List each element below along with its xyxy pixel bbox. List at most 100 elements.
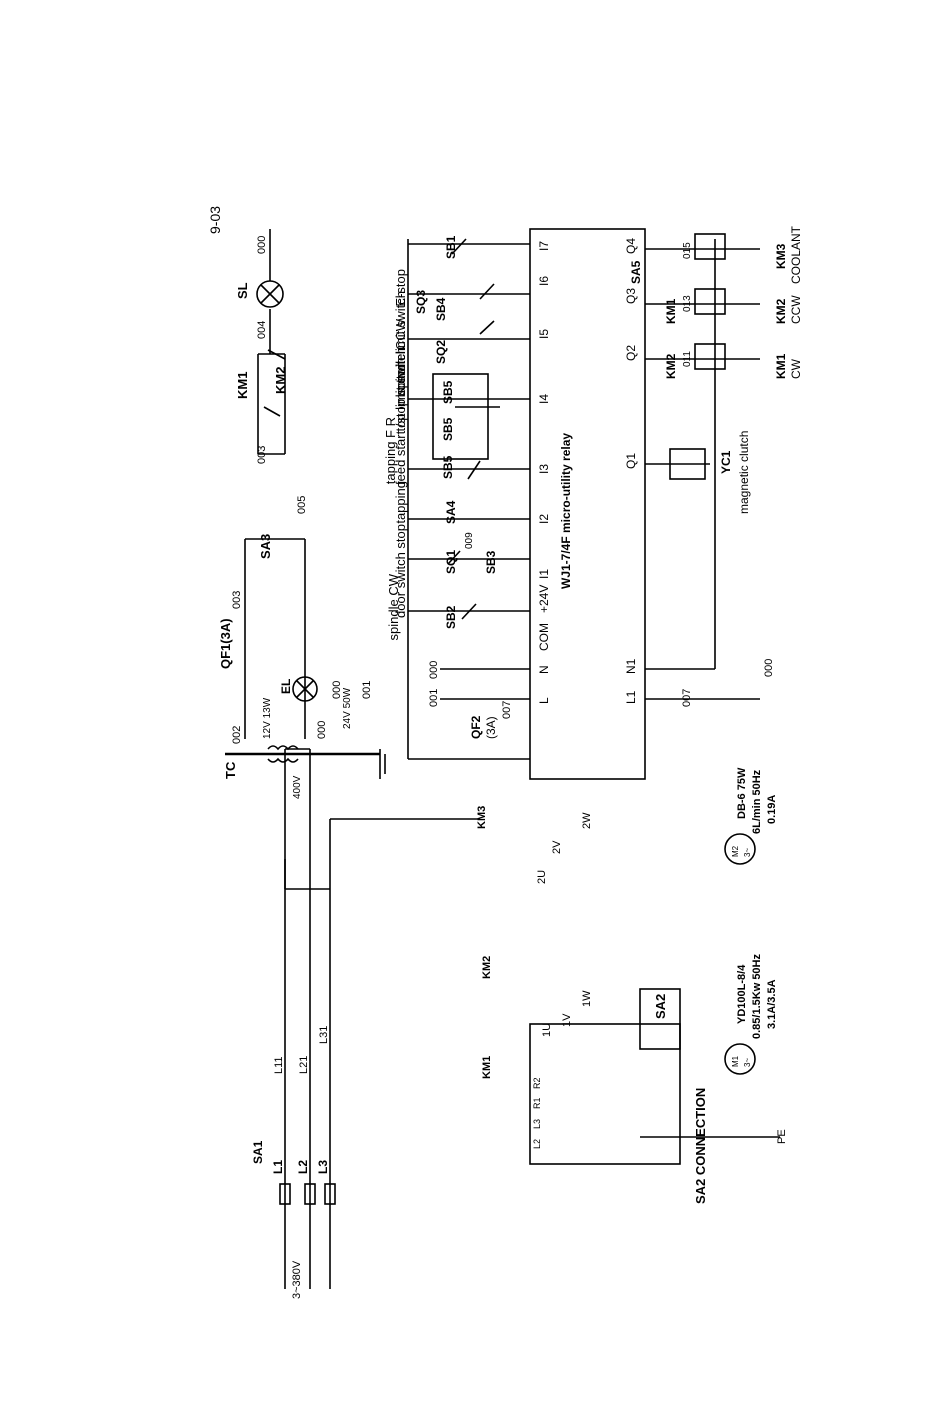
m2-phase: 3~ bbox=[743, 848, 752, 857]
sl-km1-label: KM1 bbox=[235, 372, 250, 399]
pin-q2: Q2 bbox=[624, 345, 638, 361]
pin-i4: I4 bbox=[537, 394, 551, 404]
node-001-relay: 001 bbox=[428, 689, 440, 707]
transformer: TC 400V 12V 13W 24V 50W 002 000 000 001 bbox=[223, 681, 386, 799]
m1-spec-1: YD100L-8/4 bbox=[736, 964, 748, 1024]
line-l21: L21 bbox=[298, 1056, 310, 1074]
yc1-label: YC1 bbox=[719, 450, 733, 474]
label-tapping: tapping bbox=[393, 481, 408, 524]
coil-km3-func: COOLANT bbox=[789, 225, 803, 284]
page-number: 9-03 bbox=[207, 206, 223, 234]
relay-inputs: COM +24V I1 I2 I3 I4 I5 I6 I7 bbox=[537, 241, 551, 651]
phase-l1: L1 bbox=[271, 1160, 285, 1174]
m2-2w: 2W bbox=[581, 812, 593, 829]
node-000b: 000 bbox=[763, 659, 775, 677]
pin-i1: I1 bbox=[537, 569, 551, 579]
node-002: 002 bbox=[231, 726, 243, 744]
pin-i7: I7 bbox=[537, 241, 551, 251]
dev-sq2: SQ2 bbox=[434, 340, 448, 364]
label-estop: E-stop bbox=[393, 269, 408, 307]
label-spindle-ccw: spindle CCW bbox=[393, 318, 408, 395]
node-003-sl: 003 bbox=[256, 446, 268, 464]
m1-motor-icon bbox=[724, 1043, 756, 1075]
sa2-table bbox=[529, 1023, 681, 1165]
sl-km2-label: KM2 bbox=[273, 367, 288, 394]
km2-contactor: KM2 bbox=[481, 956, 493, 979]
label-top-limit: top limit switch bbox=[393, 347, 408, 432]
sa2-h-l3: L3 bbox=[532, 1119, 542, 1129]
node-009: 009 bbox=[464, 532, 475, 549]
m2-motor-icon bbox=[724, 833, 756, 865]
m1-spec-2: 0.85/1.5Kw 50Hz bbox=[751, 954, 763, 1039]
m2-label: M2 bbox=[731, 845, 740, 857]
pin-q3: Q3 bbox=[624, 288, 638, 304]
dev-sb5-a: SB5 bbox=[441, 380, 455, 404]
relay-power: 001 000 QF2 (3A) 007 007 000 bbox=[428, 659, 775, 739]
output-circuits: YC1 magnetic clutch KM2 KM1 SA5 011 013 … bbox=[629, 225, 803, 669]
sa2-title: SA2 CONNECTION bbox=[693, 1088, 708, 1204]
coil-km2-name: KM2 bbox=[774, 298, 788, 324]
km1-coil bbox=[694, 343, 726, 370]
phase-l2: L2 bbox=[296, 1160, 310, 1174]
node-015: 015 bbox=[682, 242, 693, 259]
sa2-h-r1: R1 bbox=[532, 1097, 542, 1109]
m1-1v: 1V bbox=[561, 1013, 573, 1027]
pin-i3: I3 bbox=[537, 464, 551, 474]
pin-n1: N1 bbox=[624, 658, 638, 674]
node-000-relay: 000 bbox=[428, 661, 440, 679]
m1-1w: 1W bbox=[581, 990, 593, 1007]
power-bus: 3~380V L1 L2 L3 SA1 L11 L21 L31 PE bbox=[251, 748, 788, 1299]
clutch-label: magnetic clutch bbox=[737, 431, 751, 514]
lamp-el-icon bbox=[292, 676, 318, 702]
supply-voltage: 3~380V bbox=[291, 1260, 303, 1299]
sa2-label: SA2 bbox=[653, 994, 668, 1019]
coil-km2-func: CCW bbox=[789, 295, 803, 324]
km2-coil bbox=[694, 288, 726, 315]
relay-title: WJ1-7/4F micro-utility relay bbox=[559, 433, 573, 589]
m2-2u: 2U bbox=[536, 870, 548, 884]
coil-km1-func: CW bbox=[789, 358, 803, 379]
spindle-motor: SA2 KM1 KM2 M1 3~ YD100L-8/4 0.85/1.5Kw … bbox=[481, 954, 778, 1079]
coil-km3-name: KM3 bbox=[774, 243, 788, 269]
node-000-sl: 000 bbox=[256, 236, 268, 254]
relay-box bbox=[529, 228, 646, 780]
node-000-tc: 000 bbox=[316, 721, 328, 739]
node-003: 003 bbox=[231, 591, 243, 609]
node-001-tc: 001 bbox=[361, 681, 373, 699]
km3-contactor: KM3 bbox=[476, 806, 488, 829]
input-devices: SB1 SQ3 SB4 SQ2 SB5 SB5 SB5 SA4 009 SQ1 … bbox=[408, 235, 530, 629]
dev-sb3: SB3 bbox=[484, 550, 498, 574]
line-l11: L11 bbox=[273, 1056, 285, 1074]
m1-1u: 1U bbox=[541, 1023, 553, 1037]
km3-coil bbox=[694, 233, 726, 260]
dev-sb5-b: SB5 bbox=[441, 417, 455, 441]
relay-outputs: Q1 Q2 Q3 Q4 L N L1 N1 bbox=[537, 238, 638, 704]
node-013: 013 bbox=[682, 295, 693, 312]
pin-i2: I2 bbox=[537, 514, 551, 524]
m1-spec-3: 3.1A/3.5A bbox=[766, 979, 778, 1029]
sa1-label: SA1 bbox=[251, 1140, 265, 1164]
tc-sec2: 24V 50W bbox=[342, 687, 353, 729]
line-l31: L31 bbox=[318, 1026, 330, 1044]
out-km2: KM2 bbox=[664, 353, 678, 379]
pin-l1: L1 bbox=[624, 690, 638, 704]
label-bottom-limit: bottom limit switch bbox=[393, 291, 408, 397]
label-feed: feed start /stop bbox=[393, 399, 408, 485]
phase-l3: L3 bbox=[316, 1160, 330, 1174]
node-004: 004 bbox=[256, 321, 268, 339]
tc-label: TC bbox=[223, 761, 238, 779]
sl-label: SL bbox=[235, 282, 250, 299]
pin-q4: Q4 bbox=[624, 238, 638, 254]
node-005: 005 bbox=[296, 496, 308, 514]
qf2-label: QF2 bbox=[469, 715, 483, 739]
sa2-box bbox=[639, 988, 681, 1050]
km1-contactor: KM1 bbox=[481, 1056, 493, 1079]
label-spindle-cw: spindle CW bbox=[386, 573, 401, 640]
label-tapping-fr: tapping F R bbox=[383, 417, 398, 484]
dev-sb2: SB2 bbox=[444, 605, 458, 629]
dev-sb1: SB1 bbox=[444, 235, 458, 259]
pin-com: COM bbox=[537, 623, 551, 651]
